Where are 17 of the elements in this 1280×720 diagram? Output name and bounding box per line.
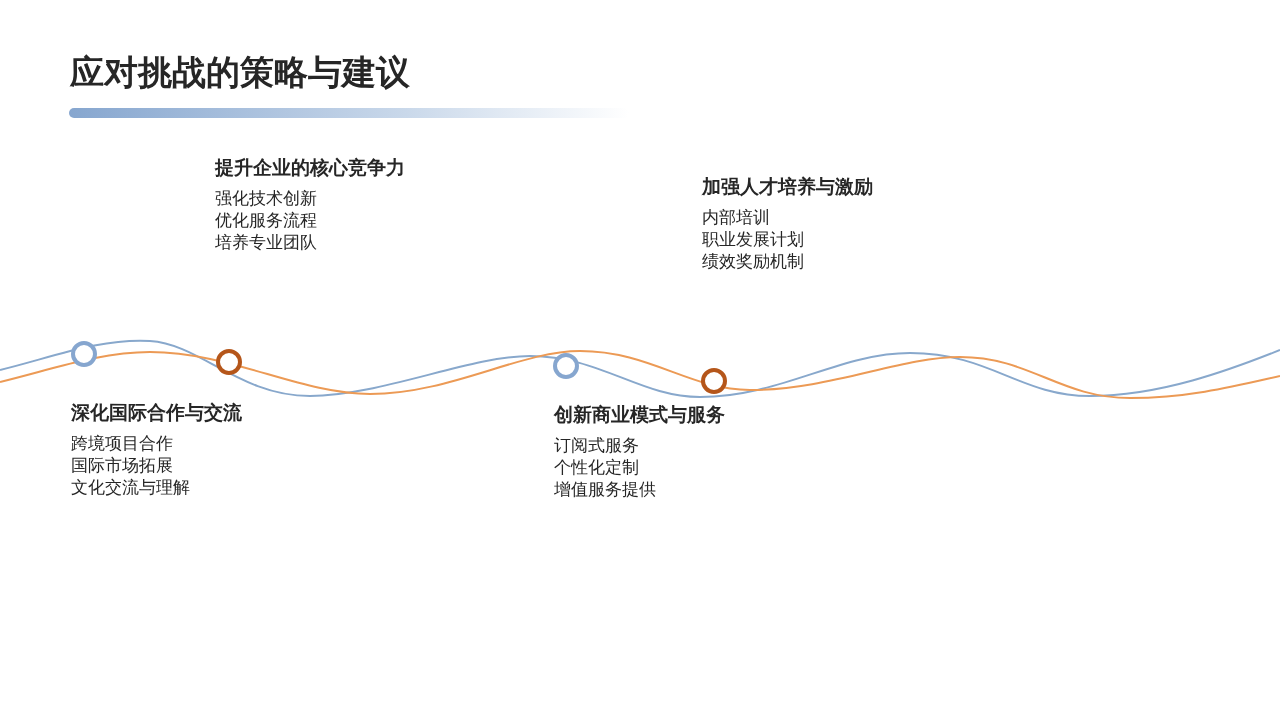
section-heading: 加强人才培养与激励 [702,174,873,199]
list-item: 绩效奖励机制 [702,250,804,272]
list-item: 订阅式服务 [554,434,639,456]
list-item: 内部培训 [702,206,770,228]
list-item: 强化技术创新 [215,187,317,209]
list-item: 国际市场拓展 [71,454,173,476]
list-item: 跨境项目合作 [71,432,173,454]
list-item: 培养专业团队 [215,231,317,253]
page-title: 应对挑战的策略与建议 [70,51,410,94]
list-item: 文化交流与理解 [71,476,190,498]
section-heading: 提升企业的核心竞争力 [215,155,405,180]
section-heading: 深化国际合作与交流 [71,400,242,425]
section-heading: 创新商业模式与服务 [554,402,725,427]
list-item: 增值服务提供 [554,478,656,500]
list-item: 优化服务流程 [215,209,317,231]
list-item: 职业发展计划 [702,228,804,250]
list-item: 个性化定制 [554,456,639,478]
